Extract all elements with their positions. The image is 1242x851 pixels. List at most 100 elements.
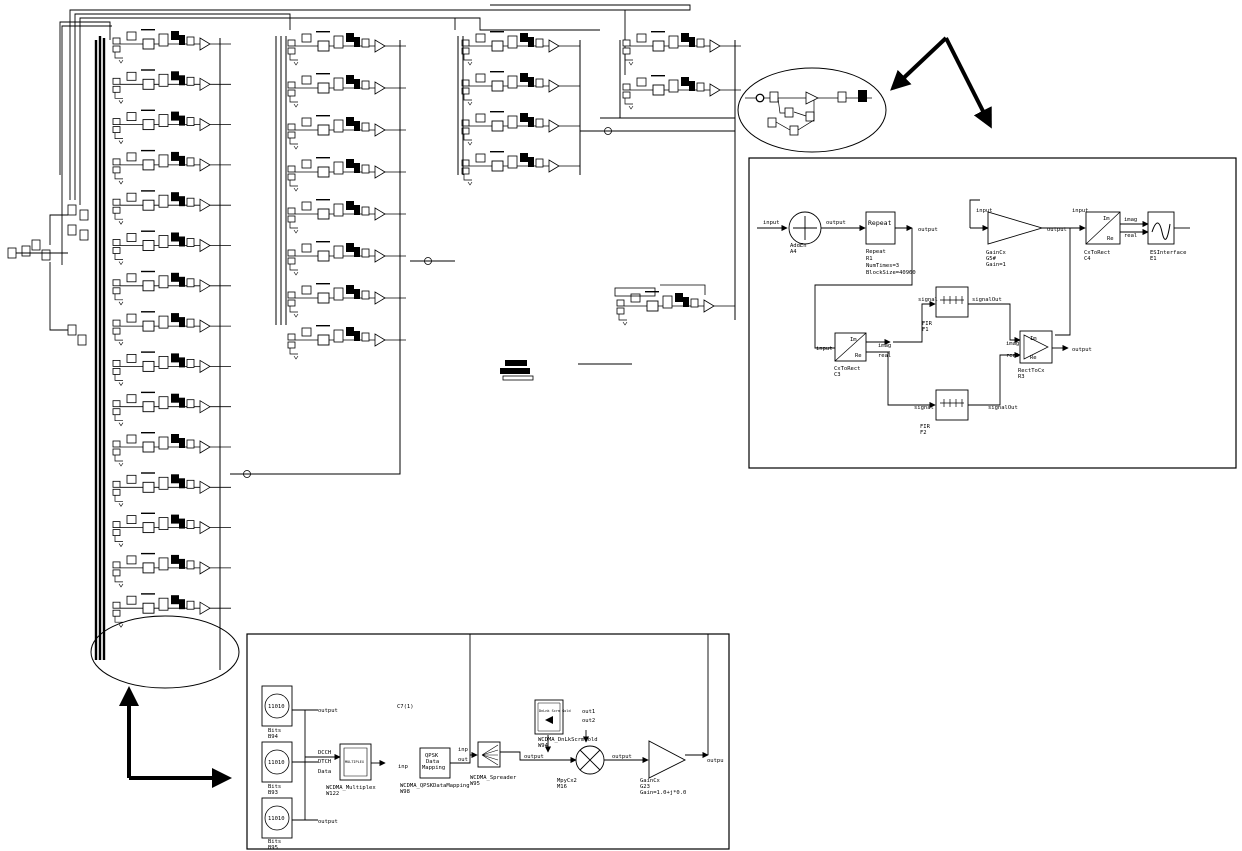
r3-imag-port: imag <box>1006 341 1019 347</box>
row-block <box>186 520 195 529</box>
row-source-block <box>287 299 296 307</box>
f1-out-port: signalOut <box>972 297 1002 303</box>
row-block <box>126 595 137 605</box>
row-block <box>126 394 137 404</box>
row-dark-block <box>171 554 179 564</box>
row-dark-block <box>179 599 185 610</box>
repeat-id: R1 <box>866 256 873 262</box>
row-chevron <box>293 103 299 108</box>
adder-id: A4 <box>790 249 797 255</box>
multiplex-block: MULTIPLEX DCCH DTCH Data WCDMA_Multiplex… <box>318 743 376 797</box>
row-label-bar <box>316 283 330 285</box>
ellipse-block <box>767 117 777 128</box>
row-block <box>507 75 518 89</box>
schematic-row <box>112 190 231 225</box>
row-gain-triangle <box>548 39 560 53</box>
source-block <box>67 224 77 236</box>
multiplier-in-port: output <box>524 754 544 760</box>
highlight-ellipse-top-right <box>737 67 887 153</box>
row-block <box>126 71 137 81</box>
gold-icon: DnLnk Scrm Gold <box>539 709 571 713</box>
row-feed-wire <box>463 174 472 181</box>
row-block <box>158 355 169 369</box>
row-gain-triangle <box>548 119 560 133</box>
row-feed-wire <box>624 98 633 105</box>
row-dark-block <box>171 71 179 81</box>
row-chevron <box>118 462 124 467</box>
row-source-block <box>112 367 121 375</box>
bits-b95-glyph: 11010 <box>268 816 285 822</box>
mapping-name: WCDMA_QPSKDataMapping <box>400 783 470 789</box>
row-block <box>126 192 137 202</box>
row-source-block <box>287 291 296 299</box>
overview-column-3 <box>461 31 580 186</box>
repeat-name: Repeat <box>866 249 886 255</box>
gold-id: W94 <box>538 743 549 749</box>
cxtorect-c4-block: Im Re input CxToRect C4 imag real <box>1072 208 1137 262</box>
row-gain-triangle <box>199 480 211 495</box>
adder-in-port: input <box>763 220 780 226</box>
row-dark-block <box>346 159 354 168</box>
row-source-block <box>112 206 121 214</box>
row-block <box>158 517 169 530</box>
multiplier-out-port: output <box>612 754 632 760</box>
row-block <box>126 152 137 162</box>
row-source-block <box>112 239 121 246</box>
row-gain-triangle <box>374 39 386 53</box>
row-block <box>142 38 155 50</box>
gain-name: GainCx <box>640 778 661 784</box>
gain-id: G23 <box>640 784 650 790</box>
row-dark-block <box>681 33 689 42</box>
row-block <box>361 164 370 174</box>
row-block <box>158 597 169 611</box>
row-source-block <box>461 119 470 127</box>
row-label-bar <box>651 75 665 77</box>
row-dark-block <box>179 155 185 166</box>
overview-column-1 <box>112 29 231 628</box>
row-source-block <box>616 299 625 307</box>
svg-text:Im: Im <box>1103 216 1110 222</box>
row-feed-wire <box>114 132 123 139</box>
row-chevron <box>118 422 124 427</box>
row-dark-block <box>171 272 179 282</box>
row-block <box>662 295 673 309</box>
row-label-bar <box>141 109 155 111</box>
row-chevron <box>293 313 299 318</box>
svg-text:Re: Re <box>855 353 862 359</box>
row-block <box>668 35 679 49</box>
row-block <box>142 602 155 614</box>
row-chevron <box>118 503 124 507</box>
row-feed-wire <box>463 54 472 61</box>
row-dark-block <box>171 474 179 484</box>
schematic-row <box>112 512 231 548</box>
row-block <box>186 197 195 207</box>
row-feed-wire <box>463 134 472 141</box>
row-block <box>186 36 195 46</box>
row-block <box>126 434 137 444</box>
row-block <box>636 77 647 87</box>
row-dark-block <box>520 113 528 122</box>
row-source-block <box>112 609 121 617</box>
schematic-row <box>112 109 231 145</box>
row-source-block <box>112 158 121 166</box>
f2-id: F2 <box>920 430 927 436</box>
gain-top-block: input GainCx G5# Gain=1 output <box>976 208 1067 268</box>
row-feed-wire <box>114 213 123 220</box>
repeat-param-2: BlockSize=40960 <box>866 270 916 276</box>
row-dark-block <box>689 81 695 91</box>
row-block <box>126 313 137 323</box>
row-source-block <box>461 167 470 175</box>
row-feed-wire <box>114 495 123 502</box>
bits-b94-glyph: 11010 <box>268 704 285 710</box>
row-block <box>301 33 312 43</box>
row-block <box>333 161 344 175</box>
row-source-block <box>112 400 121 408</box>
row-gain-triangle <box>703 299 715 313</box>
row-source-block <box>461 127 470 135</box>
row-label-bar <box>141 270 155 273</box>
row-gain-triangle <box>199 520 211 535</box>
row-label-bar <box>141 69 155 71</box>
ellipse-block <box>769 91 779 103</box>
row-source-block <box>622 91 631 99</box>
row-feed-wire <box>114 575 123 583</box>
